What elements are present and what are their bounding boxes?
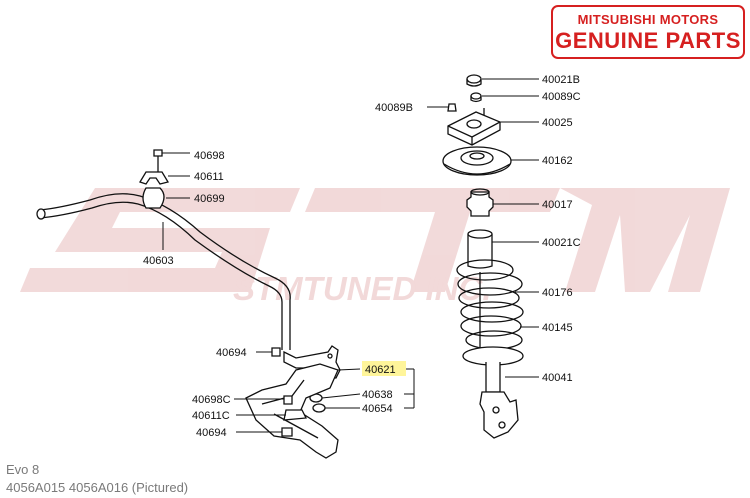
part-label-40021C: 40021C (542, 237, 581, 249)
part-label-40162: 40162 (542, 155, 573, 167)
part-label-40603: 40603 (143, 255, 174, 267)
badge-genuine-parts-text: GENUINE PARTS (555, 28, 741, 53)
part-label-40089C: 40089C (542, 91, 581, 103)
part-label-40611C: 40611C (192, 410, 230, 422)
part-label-40698: 40698 (194, 150, 225, 162)
part-label-40638: 40638 (362, 389, 393, 401)
part-label-40025: 40025 (542, 117, 573, 129)
part-label-40611: 40611 (194, 171, 224, 183)
stm-watermark: STMTUNED INC. (20, 188, 730, 307)
part-label-40017: 40017 (542, 199, 573, 211)
highlight-40621 (362, 361, 406, 376)
strut-assembly (442, 74, 524, 439)
part-label-40654: 40654 (362, 403, 393, 415)
genuine-parts-badge: MITSUBISHI MOTORS GENUINE PARTS (551, 5, 745, 59)
leader-lines (162, 78, 539, 433)
part-labels: 40021B 40089C 40089B 40025 40162 40017 4… (143, 74, 581, 439)
part-label-40694-upper: 40694 (216, 347, 247, 359)
caption-part-numbers: 4056A015 4056A016 (Pictured) (6, 480, 189, 495)
part-label-40176: 40176 (542, 287, 573, 299)
part-label-40145: 40145 (542, 322, 573, 334)
part-label-40021B: 40021B (542, 74, 580, 86)
part-label-40694-lower: 40694 (196, 427, 227, 439)
stabilizer-assembly (36, 149, 341, 459)
watermark-small-text: STMTUNED INC. (233, 270, 492, 307)
badge-brand-text: MITSUBISHI MOTORS (577, 12, 719, 27)
part-label-40041: 40041 (542, 372, 573, 384)
part-label-40089B: 40089B (375, 102, 413, 114)
part-label-40621: 40621 (365, 364, 396, 376)
part-label-40699: 40699 (194, 193, 225, 205)
caption-model: Evo 8 (6, 462, 40, 477)
part-label-40698C: 40698C (192, 394, 231, 406)
